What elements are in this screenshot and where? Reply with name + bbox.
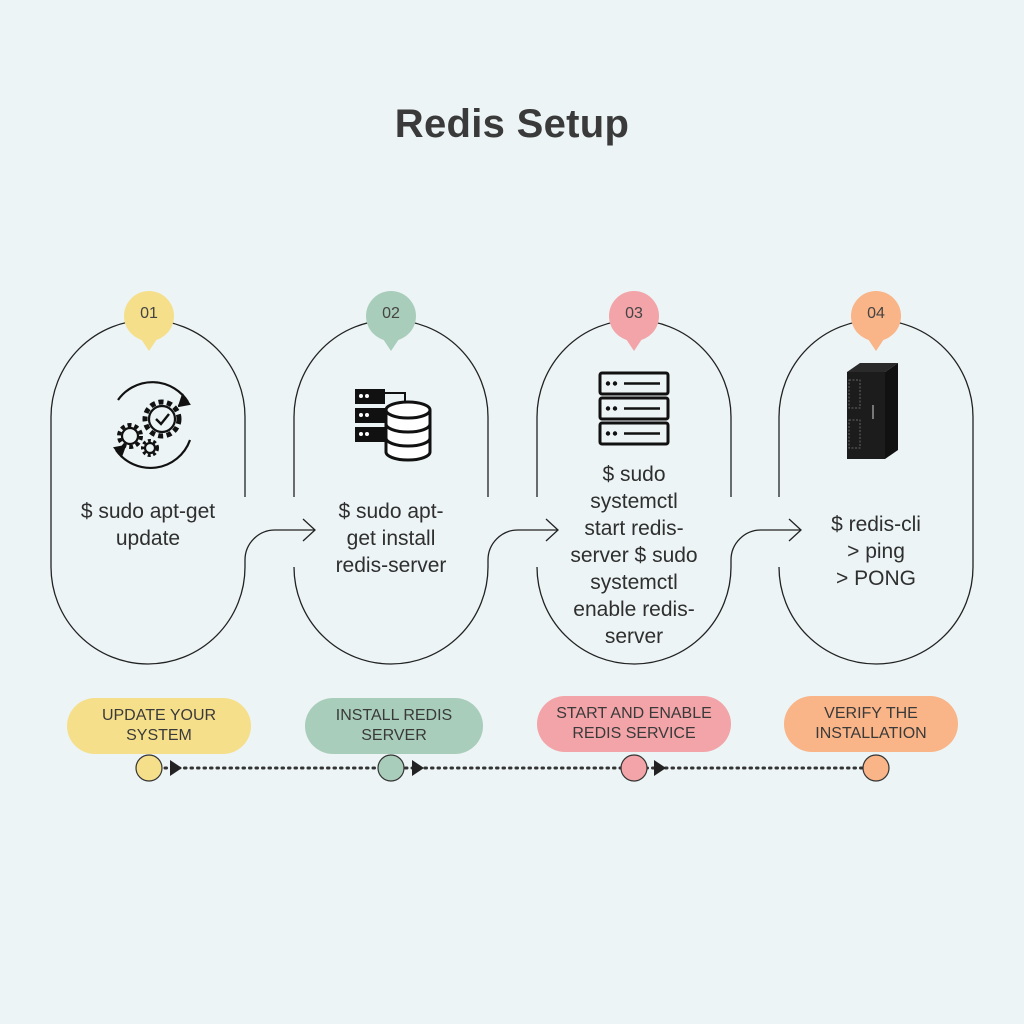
- step-command-4: $ redis-cli > ping > PONG: [831, 513, 921, 590]
- connector-1: [244, 529, 314, 567]
- server-cabinet-icon: [847, 363, 898, 459]
- badge-1: [124, 291, 174, 351]
- timeline: [135, 754, 890, 782]
- step-command-1: $ sudo apt-get update: [80, 500, 216, 550]
- step-label-4: VERIFY THE INSTALLATION: [784, 696, 958, 752]
- timeline-node-3: [620, 754, 648, 782]
- step-command-2: $ sudo apt- get install redis-server: [335, 500, 447, 577]
- timeline-node-1: [135, 754, 163, 782]
- step-number-3: 03: [625, 305, 643, 322]
- step-command-3: $ sudo systemctl start redis- server $ s…: [570, 463, 698, 648]
- timeline-arrow-3: [654, 760, 666, 776]
- step-outline-4: [778, 319, 974, 665]
- connector-arrow-1: [302, 518, 316, 542]
- step-outline-2-bottom: [293, 566, 489, 665]
- connector-arrow-3: [788, 518, 802, 542]
- step-outline-1-bottom: [50, 497, 246, 665]
- step-label-1: UPDATE YOUR SYSTEM: [67, 698, 251, 754]
- badge-3: [609, 291, 659, 351]
- step-number-1: 01: [140, 305, 158, 322]
- timeline-arrow-1: [170, 760, 182, 776]
- connector-arrow-2: [545, 518, 559, 542]
- diagram-title: Redis Setup: [394, 102, 630, 146]
- step-number-2: 02: [382, 305, 400, 322]
- connector-2: [487, 529, 557, 567]
- step-outline-3-bottom: [536, 566, 732, 665]
- step-label-3: START AND ENABLE REDIS SERVICE: [537, 696, 731, 752]
- timeline-arrow-2: [412, 760, 424, 776]
- server-rack-icon: [598, 371, 670, 446]
- timeline-node-4: [862, 754, 890, 782]
- connector-3: [730, 529, 800, 567]
- badge-4: [851, 291, 901, 351]
- step-label-2: INSTALL REDIS SERVER: [305, 698, 483, 754]
- timeline-node-2: [377, 754, 405, 782]
- server-database-icon: [355, 389, 432, 462]
- step-number-4: 04: [867, 305, 885, 322]
- gears-cycle-icon: [113, 381, 192, 470]
- badge-2: [366, 291, 416, 351]
